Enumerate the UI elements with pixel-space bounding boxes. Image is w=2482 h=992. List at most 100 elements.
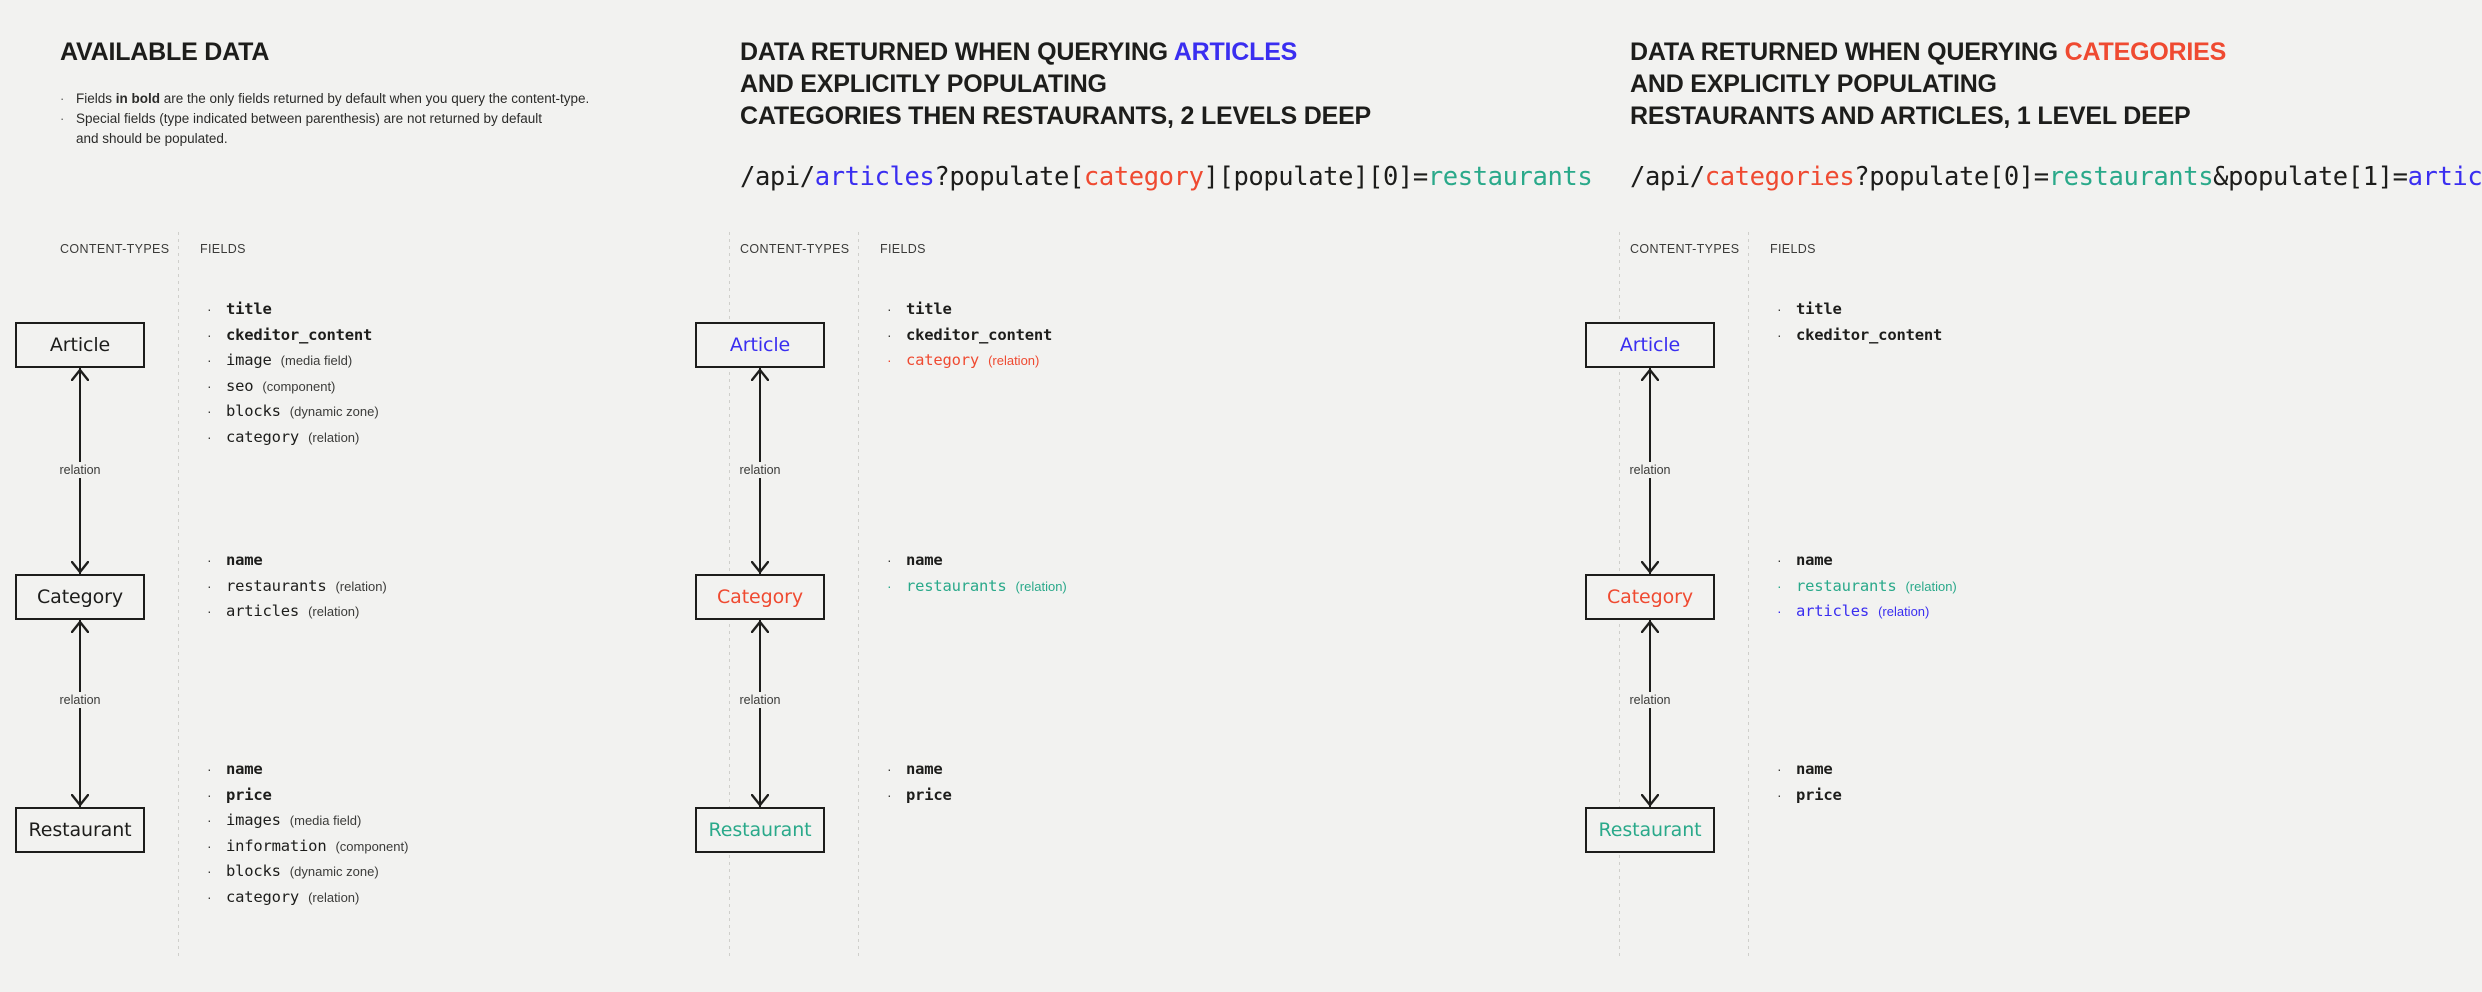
field-name: price [906, 785, 952, 804]
panel-header: AVAILABLE DATA · Fields in bold are the on… [60, 36, 589, 149]
field-type: (relation) [1878, 604, 1930, 619]
node-label: Category [1607, 586, 1693, 608]
bullet-dot: · [60, 111, 65, 126]
bullet-text: and should be populated. [76, 129, 589, 149]
panel-title: AVAILABLE DATA [60, 36, 589, 68]
arrowhead-down-icon [751, 561, 769, 574]
node-restaurant[interactable]: Restaurant [15, 807, 145, 853]
field-row: ·restaurants(relation) [887, 577, 1407, 603]
field-group-restaurant: ·name·price [1777, 760, 2297, 811]
column-label-content-types: CONTENT-TYPES [740, 242, 850, 256]
arrowhead-up-icon [751, 368, 769, 381]
field-group-category: · name ·restaurants(relation)· articles (rel… [1777, 551, 2297, 628]
arrowhead-up-icon [71, 368, 89, 381]
arrowhead-down-icon [1641, 561, 1659, 574]
panel-available-data: AVAILABLE DATA · Fields in bold are the on… [0, 0, 730, 992]
arrowhead-down-icon [71, 794, 89, 807]
field-name: category [226, 887, 300, 906]
field-name: articles [1796, 602, 1870, 620]
field-name: images [226, 811, 281, 829]
field-group-category: ·name·restaurants(relation)·articles(rel… [207, 551, 727, 628]
field-name: name [226, 760, 263, 778]
api-url: /api/categories?populate[0]=restaurants&… [1630, 162, 2482, 192]
node-restaurant[interactable]: Restaurant [1585, 807, 1715, 853]
field-row: ·category(relation) [887, 351, 1407, 377]
node-label: Article [1619, 334, 1681, 356]
field-row: ·ckeditor_content [207, 326, 727, 352]
api-url-segment: articles [814, 162, 935, 192]
field-row: ·restaurants(relation) [1777, 577, 2297, 603]
field-name: title [226, 300, 272, 318]
field-bullet-icon: · [207, 552, 212, 568]
field-row: ·articles(relation) [207, 602, 727, 628]
api-url-segment: articles [2407, 162, 2482, 192]
field-bullet-icon: · [207, 352, 212, 368]
field-bullet-icon: · [887, 552, 892, 568]
field-bullet-icon: · [887, 301, 892, 317]
node-restaurant[interactable]: Restaurant [695, 807, 825, 853]
field-type: (dynamic zone) [289, 404, 379, 419]
title-segment: DATA RETURNED WHEN QUERYING [740, 38, 1174, 66]
node-article[interactable]: Article [695, 322, 825, 368]
field-row: ·images(media field) [207, 811, 727, 837]
field-row: ·name [887, 551, 1407, 577]
bullet-dot: · [60, 91, 65, 106]
field-row: ·title [1777, 300, 2297, 326]
field-name: title [906, 300, 952, 318]
relation-label: relation [734, 462, 786, 478]
node-article[interactable]: Article [1585, 322, 1715, 368]
field-type: (relation) [335, 578, 387, 594]
column-label-fields: FIELDS [1770, 242, 1816, 256]
node-label: Restaurant [28, 819, 132, 841]
field-name: articles [226, 602, 300, 620]
bullet-item: · Special fields (type indicated between … [60, 109, 589, 129]
field-row: ·ckeditor_content [887, 326, 1407, 352]
column-divider [178, 232, 179, 960]
field-type: (dynamic zone) [289, 864, 379, 879]
relation-label: relation [1624, 692, 1676, 708]
bullet-text: Special fields (type indicated between p… [76, 109, 589, 129]
field-bullet-icon: · [207, 863, 212, 879]
api-url-segment: ][populate][0]= [1203, 162, 1429, 192]
field-bullet-icon: · [207, 301, 212, 317]
bullet-text: Fields in bold are the only fields retur… [76, 89, 589, 109]
field-type: (relation) [308, 604, 360, 619]
column-label-fields: FIELDS [200, 242, 246, 256]
relation-line [1648, 620, 1652, 807]
title-line: AND EXPLICITLY POPULATING [1630, 68, 2482, 100]
field-bullet-icon: · [207, 761, 212, 777]
field-type: (relation) [1905, 578, 1957, 594]
relation-line [758, 620, 762, 807]
field-group-article: · title ·ckeditor_content·category(relatio… [887, 300, 1407, 377]
node-category[interactable]: Category [15, 574, 145, 620]
title-line: RESTAURANTS AND ARTICLES, 1 LEVEL DEEP [1630, 100, 2482, 132]
field-bullet-icon: · [207, 403, 212, 419]
field-row: ·blocks(dynamic zone) [207, 862, 727, 888]
api-url-segment: /api/ [740, 162, 815, 192]
field-bullet-icon: · [207, 837, 212, 854]
node-category[interactable]: Category [1585, 574, 1715, 620]
field-bullet-icon: · [1777, 761, 1782, 777]
field-name: name [1796, 551, 1833, 569]
node-category[interactable]: Category [695, 574, 825, 620]
field-type: (relation) [1015, 578, 1067, 594]
title-segment: DATA RETURNED WHEN QUERYING [1630, 38, 2065, 66]
node-article[interactable]: Article [15, 322, 145, 368]
field-name: price [1796, 785, 1842, 804]
title-segment: ARTICLES [1173, 38, 1298, 66]
api-url-segment: categories [1704, 162, 1855, 192]
field-name: category [906, 351, 980, 369]
title-segment: CATEGORIES THEN RESTAURANTS, 2 LEVELS DE… [740, 102, 1372, 130]
field-name: restaurants [906, 576, 1007, 595]
field-row: · articles (relation) [1777, 602, 2297, 628]
field-bullet-icon: · [1777, 603, 1782, 619]
relation-label: relation [734, 692, 786, 708]
bullet-text-pre: Fields [76, 91, 116, 106]
title-segment: CATEGORIES [2064, 38, 2227, 66]
field-bullet-icon: · [207, 888, 212, 905]
field-type: (component) [335, 838, 409, 854]
field-bullet-icon: · [1777, 577, 1782, 594]
arrowhead-up-icon [1641, 620, 1659, 633]
